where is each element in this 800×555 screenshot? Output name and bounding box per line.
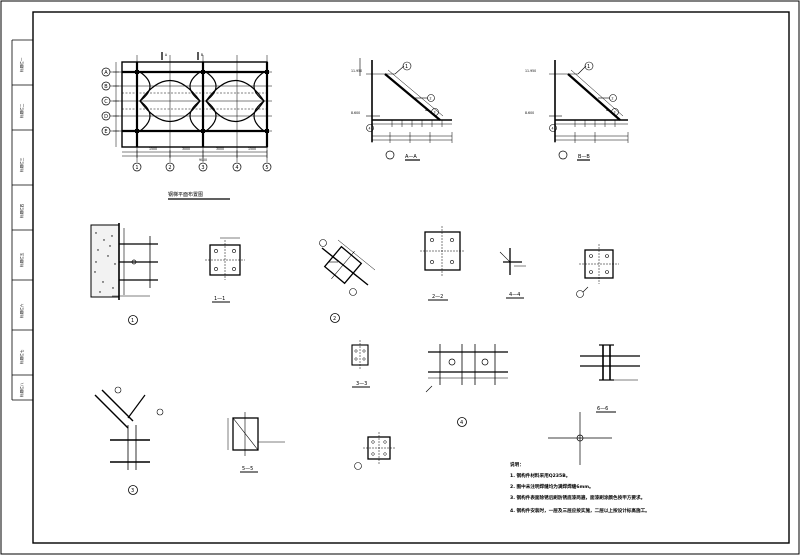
plan-dim-1: 1500 bbox=[149, 147, 157, 151]
detail-4 bbox=[425, 344, 508, 427]
plan-col-axis-5: 5 bbox=[265, 165, 268, 171]
plan-col-axis-4: 4 bbox=[235, 165, 238, 171]
side-title-3: 标题栏三 bbox=[19, 157, 24, 172]
notes-item-4: 4. 钢构件安装时，一层及三层应按实施，二层以上按设计标高施工。 bbox=[510, 507, 650, 514]
plan-row-axis-d: D bbox=[104, 114, 108, 120]
elevation-b-b-bubble-1: 1 bbox=[587, 64, 590, 70]
crosshair-center-mark bbox=[548, 412, 612, 465]
section-6-6-caption: 6—6 bbox=[597, 406, 608, 412]
detail-2 bbox=[319, 239, 376, 323]
plate-detail-right bbox=[576, 244, 619, 298]
elevation-b-b-caption: B—B bbox=[578, 154, 590, 160]
elevation-a-a-bubble-3: 3 bbox=[434, 111, 436, 115]
elevation-b-b-bubble-3: 3 bbox=[614, 111, 616, 115]
elevation-a-a-bubble-4: 4 bbox=[369, 127, 371, 131]
section-5-5 bbox=[227, 412, 285, 473]
sheet-inner-border bbox=[32, 11, 790, 544]
section-3-3-caption: 3—3 bbox=[356, 381, 367, 387]
plate-detail-bottom bbox=[354, 432, 395, 470]
plan-col-axis-3: 3 bbox=[201, 165, 204, 171]
detail-4-label: 4 bbox=[460, 420, 463, 426]
notes-item-3: 3. 钢构件表面除锈后刷防锈底漆两遍，面漆刷涂颜色按甲方要求。 bbox=[510, 494, 645, 501]
section-3-3 bbox=[351, 340, 370, 388]
side-title-6: 标题栏六 bbox=[19, 303, 24, 318]
section-1-1-caption: 1—1 bbox=[214, 296, 225, 302]
detail-3 bbox=[94, 386, 164, 495]
elevation-b-b-labels: 11.950 8.600 1 2 3 4 B—B bbox=[525, 64, 616, 160]
section-2-2-caption: 2—2 bbox=[432, 294, 443, 300]
general-notes: 说明： 1. 钢构件材料采用Q235B。 2. 图中未注明焊缝均为满焊焊缝6mm… bbox=[510, 461, 650, 514]
section-4-4 bbox=[499, 248, 526, 299]
side-title-5: 标题栏五 bbox=[19, 252, 24, 267]
plan-dim-4: 1500 bbox=[248, 147, 256, 151]
section-6-6 bbox=[580, 344, 640, 413]
plan-axis-labels: A B C D E 1 2 3 4 5 A B 1500 3000 3000 1… bbox=[104, 53, 269, 171]
plan-row-axis-b: B bbox=[104, 84, 108, 90]
side-title-labels: 标题栏一 标题栏二 标题栏三 标题栏四 标题栏五 标题栏六 标题栏七 标题栏八 bbox=[19, 57, 24, 397]
elevation-b-b-level-bottom: 8.600 bbox=[525, 111, 534, 115]
plan-row-axis-e: E bbox=[104, 129, 107, 135]
elevation-a-a-bubble-1: 1 bbox=[405, 64, 408, 70]
side-title-7: 标题栏七 bbox=[19, 349, 24, 364]
detail-2-label: 2 bbox=[333, 316, 336, 322]
plan-dim-total: 9000 bbox=[199, 158, 207, 162]
section-5-5-caption: 5—5 bbox=[242, 466, 253, 472]
detail-1 bbox=[90, 223, 158, 325]
side-title-strip bbox=[11, 39, 33, 401]
elevation-a-a-labels: 11.950 8.600 1 2 3 4 A—A bbox=[351, 64, 436, 160]
plan-row-axis-a: A bbox=[104, 70, 108, 76]
notes-item-1: 1. 钢构件材料采用Q235B。 bbox=[510, 472, 570, 479]
elevation-b-b bbox=[549, 60, 629, 161]
elevation-b-b-bubble-4: 4 bbox=[552, 127, 554, 131]
plan-view bbox=[101, 52, 272, 172]
side-title-1: 标题栏一 bbox=[19, 57, 24, 72]
plan-title: 钢梯平面布置图 bbox=[168, 191, 203, 198]
notes-heading: 说明： bbox=[510, 461, 524, 468]
plan-col-axis-2: 2 bbox=[168, 165, 171, 171]
plan-title-block: 钢梯平面布置图 bbox=[168, 191, 230, 200]
detail-3-label: 3 bbox=[131, 488, 134, 494]
elevation-a-a-level-bottom: 8.600 bbox=[351, 111, 360, 115]
elevation-a-a-level-top: 11.950 bbox=[351, 69, 362, 73]
detail-1-label: 1 bbox=[131, 318, 134, 324]
notes-item-2: 2. 图中未注明焊缝均为满焊焊缝6mm。 bbox=[510, 483, 594, 490]
plan-row-axis-c: C bbox=[104, 99, 108, 105]
plan-dim-2: 3000 bbox=[182, 147, 190, 151]
elevation-b-b-bubble-2: 2 bbox=[612, 97, 614, 101]
plan-col-axis-1: 1 bbox=[135, 165, 138, 171]
side-title-4: 标题栏四 bbox=[19, 203, 24, 218]
section-1-1 bbox=[205, 237, 245, 303]
section-2-2 bbox=[420, 226, 465, 301]
plan-dim-3: 3000 bbox=[216, 147, 224, 151]
section-4-4-caption: 4—4 bbox=[509, 292, 520, 298]
plan-cut-mark-b: B bbox=[201, 53, 203, 57]
plan-cut-mark-a: A bbox=[165, 53, 168, 57]
elevation-a-a-bubble-2: 2 bbox=[430, 97, 432, 101]
elevation-b-b-level-top: 11.950 bbox=[525, 69, 536, 73]
side-title-2: 标题栏二 bbox=[19, 103, 24, 118]
elevation-a-a bbox=[359, 58, 453, 161]
side-title-8: 标题栏八 bbox=[19, 382, 24, 397]
elevation-a-a-caption: A—A bbox=[405, 154, 417, 160]
